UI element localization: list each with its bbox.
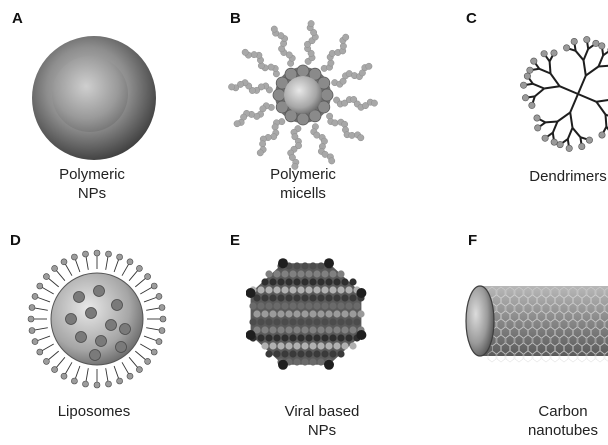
panel-d: D Liposomes <box>0 222 200 444</box>
panel-c: C Dendrimers <box>408 0 608 222</box>
panel-caption: Dendrimers <box>468 167 608 186</box>
panel-letter: F <box>468 232 477 249</box>
panel-letter: A <box>12 10 23 27</box>
panel-letter: D <box>10 232 21 249</box>
dendrimer-illustration <box>478 24 608 164</box>
polymeric-micelle-illustration <box>228 20 378 170</box>
liposome-illustration <box>22 244 172 394</box>
panel-e: E Viral based NPs <box>200 222 400 444</box>
panel-b: B Polymeric micells <box>200 0 400 222</box>
panel-letter: C <box>466 10 477 27</box>
viral-np-illustration <box>246 256 396 406</box>
panel-caption: Polymeric NPs <box>0 165 192 203</box>
panel-caption: Viral based NPs <box>222 402 422 440</box>
panel-caption: Liposomes <box>0 402 194 421</box>
panel-caption: Carbon nanotubes <box>463 402 608 440</box>
panel-f: F Carbon nanotubes <box>408 222 608 444</box>
panel-a: A Polymeric NPs <box>0 0 200 222</box>
panel-caption: Polymeric micells <box>203 165 403 203</box>
panel-letter: E <box>230 232 240 249</box>
polymeric-np-illustration <box>24 28 164 168</box>
carbon-nanotube-illustration <box>458 272 608 372</box>
